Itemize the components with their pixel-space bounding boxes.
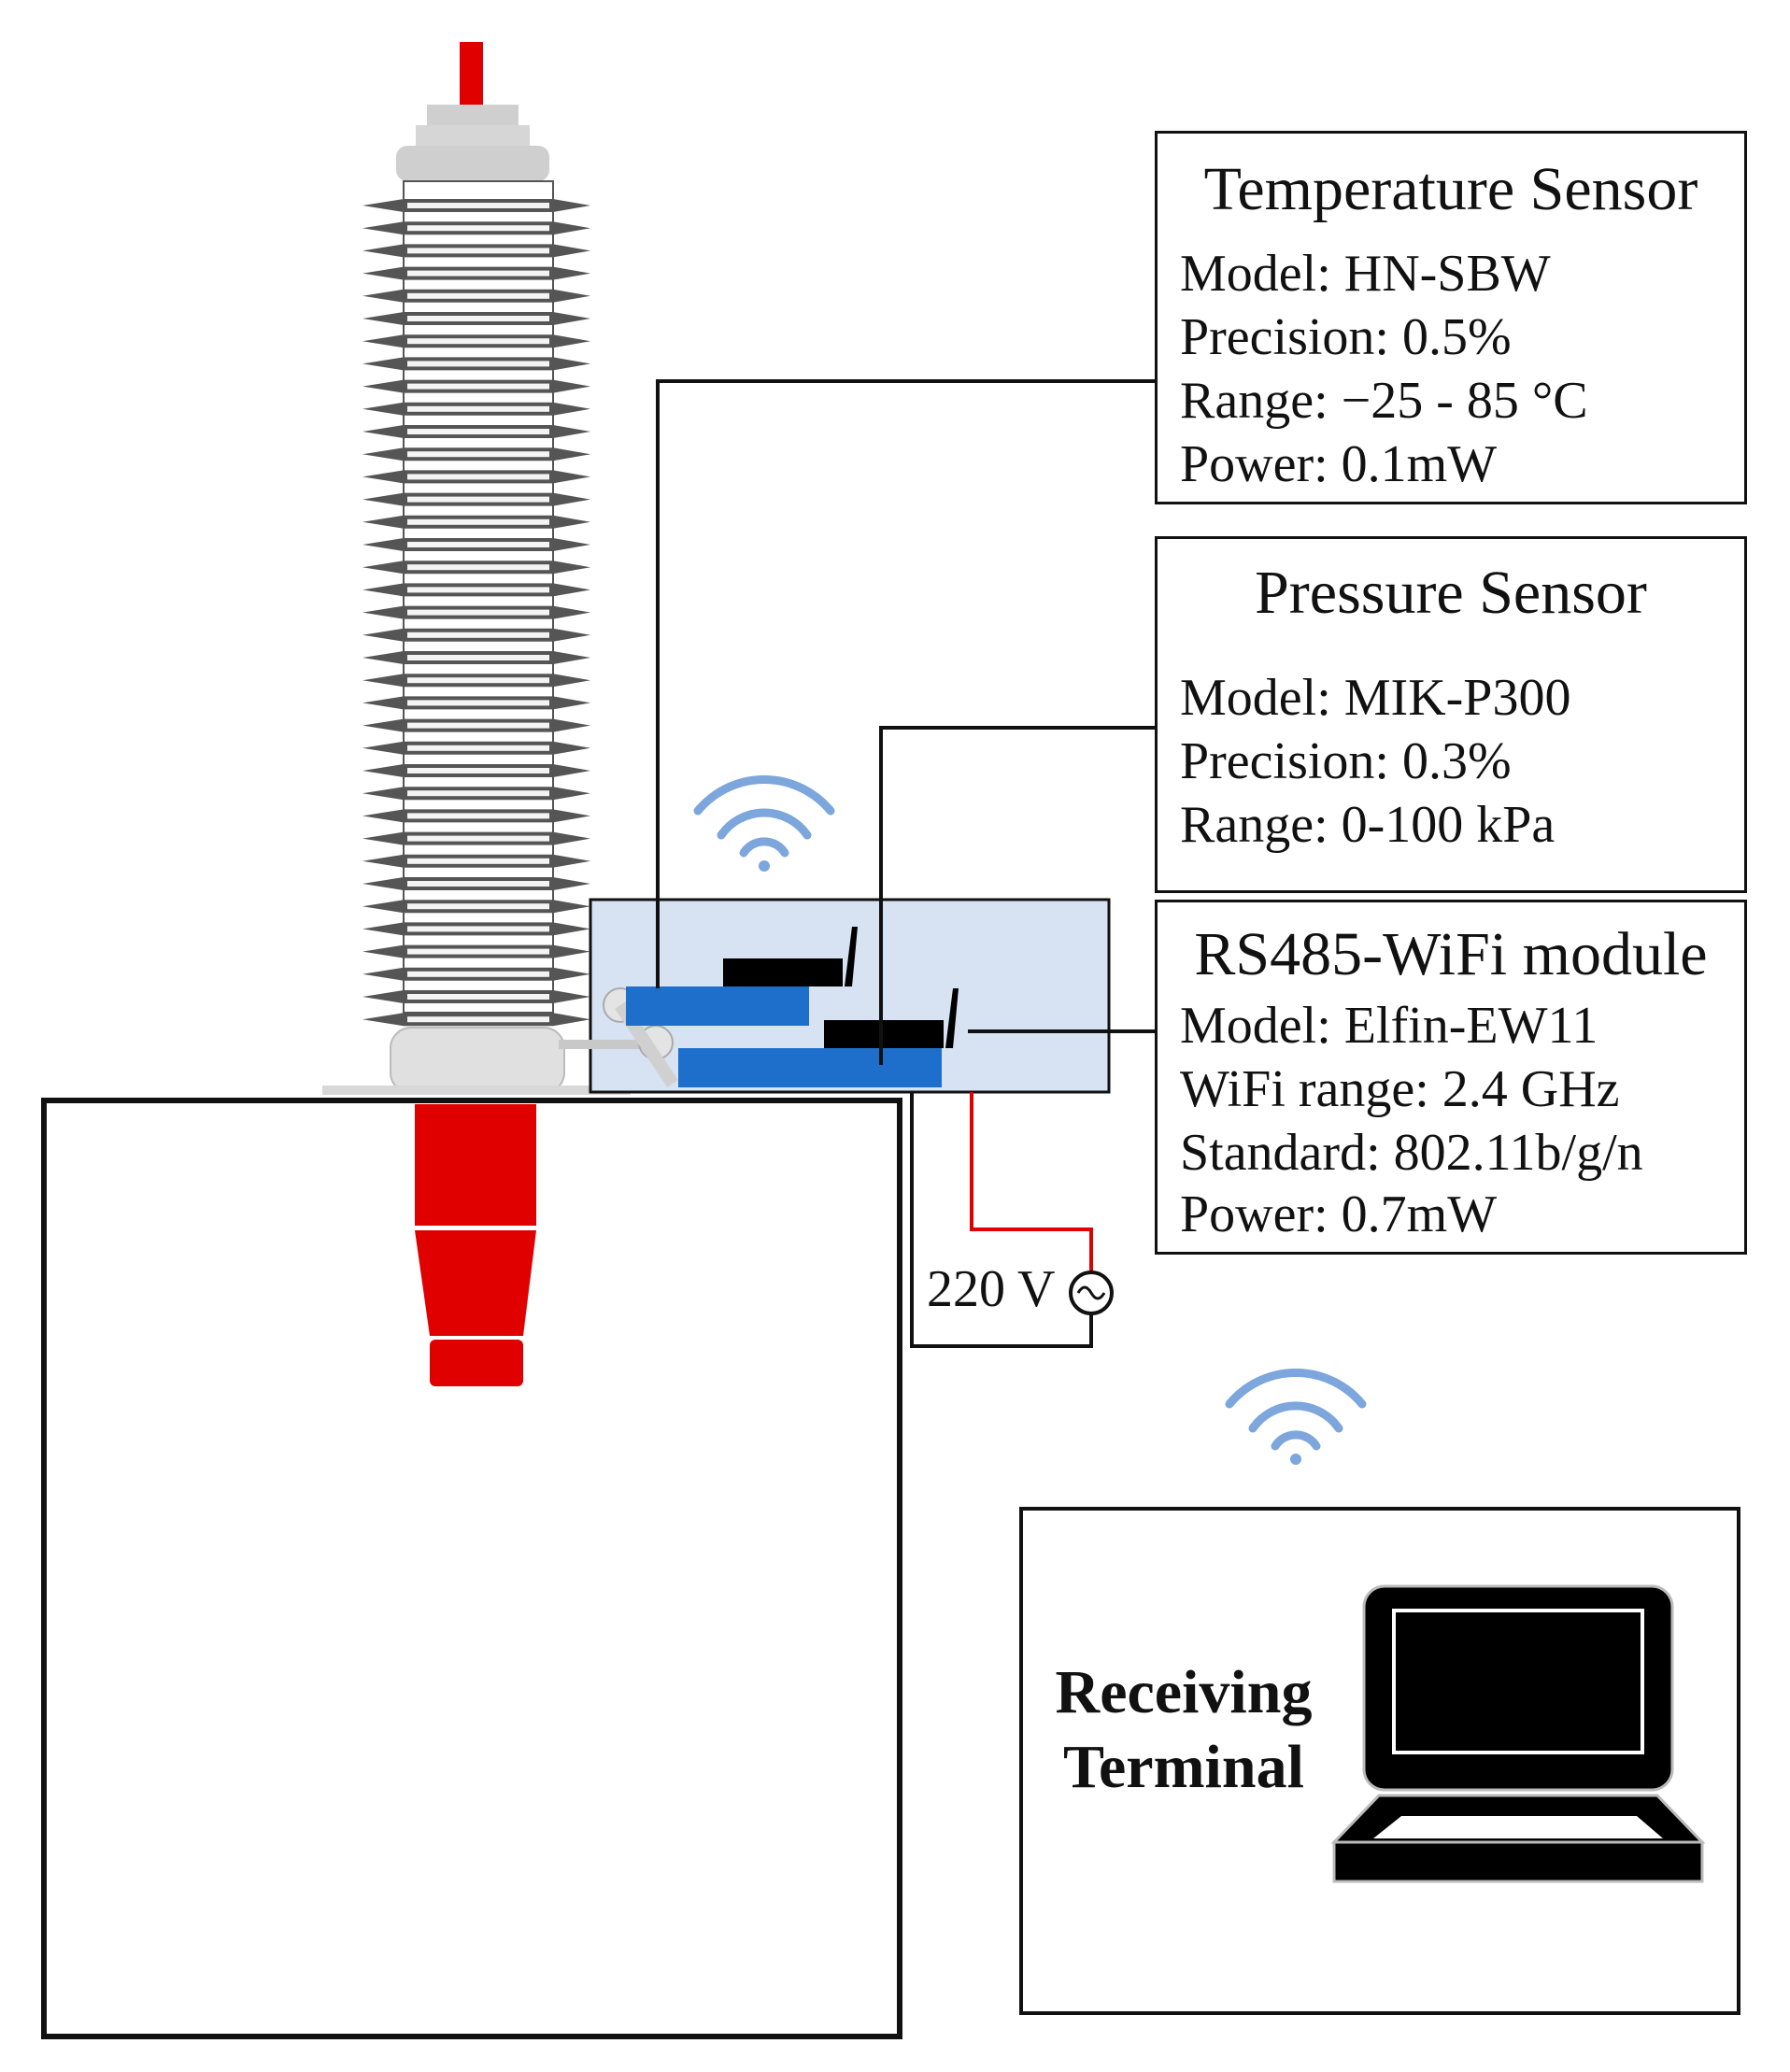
temperature-sensor-wire	[656, 379, 1157, 988]
temperature-range: Range: −25 - 85 °C	[1180, 372, 1588, 430]
laptop-icon	[1330, 1584, 1706, 1883]
pressure-precision: Precision: 0.3%	[1180, 732, 1512, 790]
receiving-label-line1: Receiving	[1055, 1658, 1313, 1726]
power-wire-live	[970, 1092, 1093, 1272]
lower-bushing-cone	[415, 1230, 536, 1336]
insulator-shed-highlight	[407, 518, 549, 525]
insulator-shed-highlight	[407, 248, 549, 254]
power-wire-neutral	[910, 1092, 1093, 1348]
transmitter-lower	[824, 1020, 944, 1048]
pressure-sensor-wire	[879, 726, 1157, 1065]
bushing-cap-mid	[416, 125, 530, 148]
wifi-module-model: Model: Elfin-EW11	[1180, 997, 1598, 1055]
temperature-sensor-device	[626, 986, 809, 1026]
insulator-shed-highlight	[407, 316, 549, 321]
bushing-cap-base	[396, 146, 549, 181]
lower-bushing-upper	[415, 1104, 536, 1226]
temperature-sensor-box: Temperature Sensor Model: HN-SBW Precisi…	[1155, 131, 1747, 504]
insulator-shed-highlight	[407, 813, 549, 819]
insulator-shed-highlight	[407, 338, 549, 345]
receiving-label-line2: Terminal	[1063, 1733, 1304, 1801]
insulator-shed-highlight	[407, 203, 549, 208]
pressure-model: Model: MIK-P300	[1180, 669, 1571, 727]
insulator-shed-highlight	[407, 632, 549, 638]
insulator-shed-highlight	[407, 700, 549, 706]
insulator-shed-highlight	[407, 881, 549, 887]
insulator-shed-highlight	[407, 564, 549, 571]
insulator-shed-highlight	[407, 994, 549, 1000]
insulator-sheds	[362, 199, 590, 1027]
wifi-module-power: Power: 0.7mW	[1180, 1185, 1498, 1243]
insulator-shed-highlight	[407, 383, 549, 390]
transmitter-upper-antenna	[845, 927, 858, 986]
insulator-shed-highlight	[407, 948, 549, 955]
pressure-sensor-device	[678, 1048, 942, 1087]
temperature-sensor-title: Temperature Sensor	[1203, 155, 1698, 223]
bushing-flange	[390, 1027, 565, 1094]
insulator-shed-highlight	[407, 835, 549, 842]
insulator-shed-highlight	[407, 451, 549, 458]
wifi-module-range: WiFi range: 2.4 GHz	[1180, 1060, 1620, 1118]
bushing-terminal	[460, 42, 483, 106]
insulator-shed-highlight	[407, 225, 549, 232]
wifi-module-box: RS485-WiFi module Model: Elfin-EW11 WiFi…	[1155, 900, 1747, 1255]
insulator-shed-highlight	[407, 745, 549, 751]
bushing-cap-top	[427, 105, 519, 127]
insulator-shed-highlight	[407, 1016, 549, 1023]
pressure-sensor-box: Pressure Sensor Model: MIK-P300 Precisio…	[1155, 536, 1747, 893]
receiving-terminal-label: Receiving Terminal	[1048, 1657, 1319, 1803]
pressure-range: Range: 0-100 kPa	[1180, 796, 1556, 854]
transmitter-upper	[723, 958, 843, 986]
insulator-shed-highlight	[407, 903, 549, 910]
insulator-shed-highlight	[407, 292, 549, 299]
temperature-power: Power: 0.1mW	[1180, 435, 1498, 493]
pressure-sensor-title: Pressure Sensor	[1255, 559, 1647, 627]
temperature-model: Model: HN-SBW	[1180, 245, 1551, 303]
insulator-shed-highlight	[407, 926, 549, 932]
ac-sine-icon	[1076, 1285, 1106, 1300]
insulator-shed-highlight	[407, 677, 549, 684]
insulator-shed-highlight	[407, 971, 549, 977]
voltage-label: 220 V	[927, 1260, 1056, 1318]
transmitter-lower-antenna	[945, 988, 959, 1048]
insulator-shed-highlight	[407, 609, 549, 616]
wifi-signal-icon	[1225, 1369, 1367, 1465]
insulator-shed-highlight	[407, 361, 549, 367]
insulator-shed-highlight	[407, 496, 549, 503]
wifi-module-standard: Standard: 802.11b/g/n	[1180, 1124, 1643, 1182]
wifi-signal-icon	[693, 775, 835, 872]
insulator-shed-highlight	[407, 542, 549, 547]
insulator-shed-highlight	[407, 858, 549, 864]
lower-bushing-tip	[430, 1340, 523, 1386]
insulator-shed-highlight	[407, 474, 549, 480]
insulator-shed-highlight	[407, 405, 549, 412]
insulator-shed-highlight	[407, 768, 549, 773]
temperature-precision: Precision: 0.5%	[1180, 308, 1512, 366]
insulator-shed-highlight	[407, 587, 549, 593]
wifi-module-title: RS485-WiFi module	[1194, 920, 1708, 988]
insulator-shed-highlight	[407, 722, 549, 729]
insulator-shed-highlight	[407, 790, 549, 797]
bushing-base-plate	[322, 1086, 631, 1095]
insulator-shed-highlight	[407, 270, 549, 277]
insulator-shed-highlight	[407, 655, 549, 660]
insulator-shed-highlight	[407, 429, 549, 434]
